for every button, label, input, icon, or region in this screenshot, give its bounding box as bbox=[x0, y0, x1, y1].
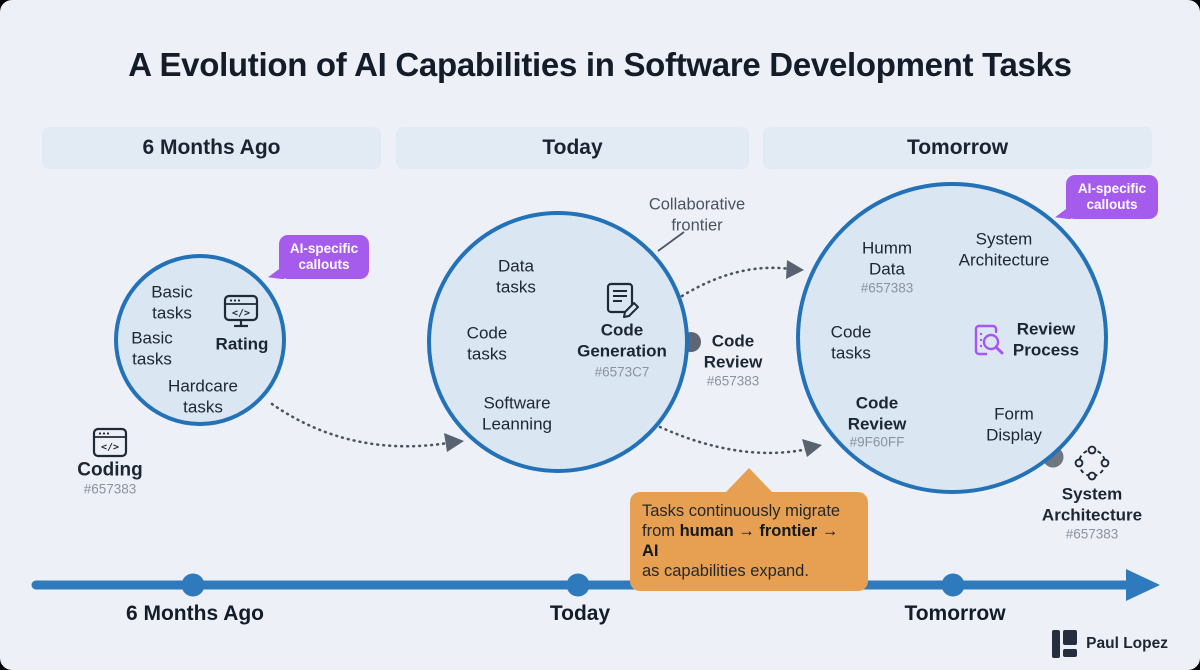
timeline-label-present: Today bbox=[549, 602, 611, 625]
circle-present bbox=[427, 211, 689, 473]
header-label: Today bbox=[542, 136, 603, 159]
arrow-present-to-future-top bbox=[680, 266, 792, 298]
code-window-icon: </> bbox=[91, 427, 129, 459]
author-brand: Paul Lopez bbox=[1052, 630, 1168, 658]
author-logo-icon bbox=[1052, 630, 1078, 658]
task-hardcare: Hardcare tasks bbox=[168, 376, 238, 416]
timeline-dot-future bbox=[941, 573, 965, 597]
note-from: from bbox=[642, 522, 680, 541]
header-label: Tomorrow bbox=[906, 136, 1009, 159]
feature-rating-label: Rating bbox=[215, 334, 269, 354]
system-architecture-hex: #657383 bbox=[1065, 526, 1119, 542]
feature-review-process-label: Review Process bbox=[1012, 319, 1080, 359]
code-window-icon: </> bbox=[222, 294, 260, 328]
frontier-code-review-hex: #657383 bbox=[706, 373, 760, 389]
circle-past bbox=[114, 254, 286, 426]
note-line1: Tasks continuously migrate bbox=[642, 502, 841, 520]
feature-code-generation-label: Code Generation bbox=[577, 320, 667, 360]
task-form-display: Form Display bbox=[986, 404, 1042, 444]
document-pencil-icon bbox=[602, 281, 642, 321]
note-frontier: frontier bbox=[759, 522, 818, 541]
arrow-present-to-future-bottom bbox=[658, 425, 810, 455]
task-system-architecture: System Architecture bbox=[958, 229, 1050, 269]
note-human: human bbox=[679, 522, 734, 541]
system-architecture-label: System Architecture bbox=[1041, 484, 1143, 524]
timeline-dot-present bbox=[566, 573, 590, 597]
note-pointer bbox=[725, 468, 773, 493]
task-software-leanning: Software Leanning bbox=[482, 393, 552, 433]
header-6-months-ago: 6 Months Ago bbox=[42, 127, 381, 169]
circle-future bbox=[796, 182, 1108, 494]
task-code: Code tasks bbox=[466, 323, 508, 363]
callout-tail bbox=[1055, 205, 1071, 220]
document-magnifier-icon bbox=[969, 322, 1007, 360]
page-title: A Evolution of AI Capabilities in Softwa… bbox=[128, 46, 1072, 83]
arrowhead bbox=[786, 260, 804, 279]
arrow-past-to-present bbox=[270, 402, 450, 448]
svg-text:</>: </> bbox=[101, 442, 119, 453]
coding-hex: #657383 bbox=[83, 481, 137, 497]
logo-square bbox=[1063, 630, 1078, 645]
arrowhead bbox=[802, 439, 822, 457]
header-tomorrow: Tomorrow bbox=[763, 127, 1152, 169]
author-name: Paul Lopez bbox=[1086, 635, 1168, 652]
code-review-hex: #9F60FF bbox=[849, 434, 905, 450]
code-generation-hex: #6573C7 bbox=[594, 364, 650, 380]
timeline-arrowhead bbox=[1126, 569, 1160, 601]
task-code-2: Code tasks bbox=[830, 322, 872, 362]
callout-tail bbox=[268, 265, 284, 280]
task-humm-data: Humm Data bbox=[861, 238, 913, 278]
nodes-cycle-icon bbox=[1072, 443, 1112, 483]
task-basic-1: Basic tasks bbox=[151, 282, 193, 322]
task-basic-2: Basic tasks bbox=[131, 328, 173, 368]
header-label: 6 Months Ago bbox=[142, 136, 281, 159]
svg-text:</>: </> bbox=[232, 308, 250, 319]
note-ai: AI bbox=[642, 542, 659, 561]
ai-callout-text: AI-specific callouts bbox=[289, 241, 359, 273]
note-line3: as capabilities expand. bbox=[642, 562, 809, 581]
humm-data-hex: #657383 bbox=[860, 280, 914, 296]
frontier-code-review-label: Code Review bbox=[703, 331, 763, 371]
ai-callout-future: AI-specific callouts bbox=[1055, 175, 1158, 220]
note-arrow: → bbox=[817, 522, 839, 541]
header-today: Today bbox=[396, 127, 749, 169]
ai-callout-text: AI-specific callouts bbox=[1077, 181, 1147, 213]
note-arrow: → bbox=[733, 522, 760, 541]
coding-label: Coding bbox=[77, 459, 143, 481]
task-code-review: Code Review bbox=[847, 393, 907, 433]
timeline-label-future: Tomorrow bbox=[904, 602, 1006, 625]
arrowhead bbox=[444, 433, 464, 452]
logo-foot bbox=[1063, 649, 1078, 657]
collaborative-frontier-label: Collaborative frontier bbox=[648, 195, 746, 234]
task-data: Data tasks bbox=[496, 256, 536, 296]
timeline-dot-past bbox=[181, 573, 205, 597]
timeline-label-past: 6 Months Ago bbox=[125, 602, 265, 625]
migration-note: Tasks continuously migrate from human → … bbox=[630, 468, 868, 591]
ai-callout-past: AI-specific callouts bbox=[268, 235, 369, 280]
logo-bar bbox=[1052, 630, 1061, 658]
